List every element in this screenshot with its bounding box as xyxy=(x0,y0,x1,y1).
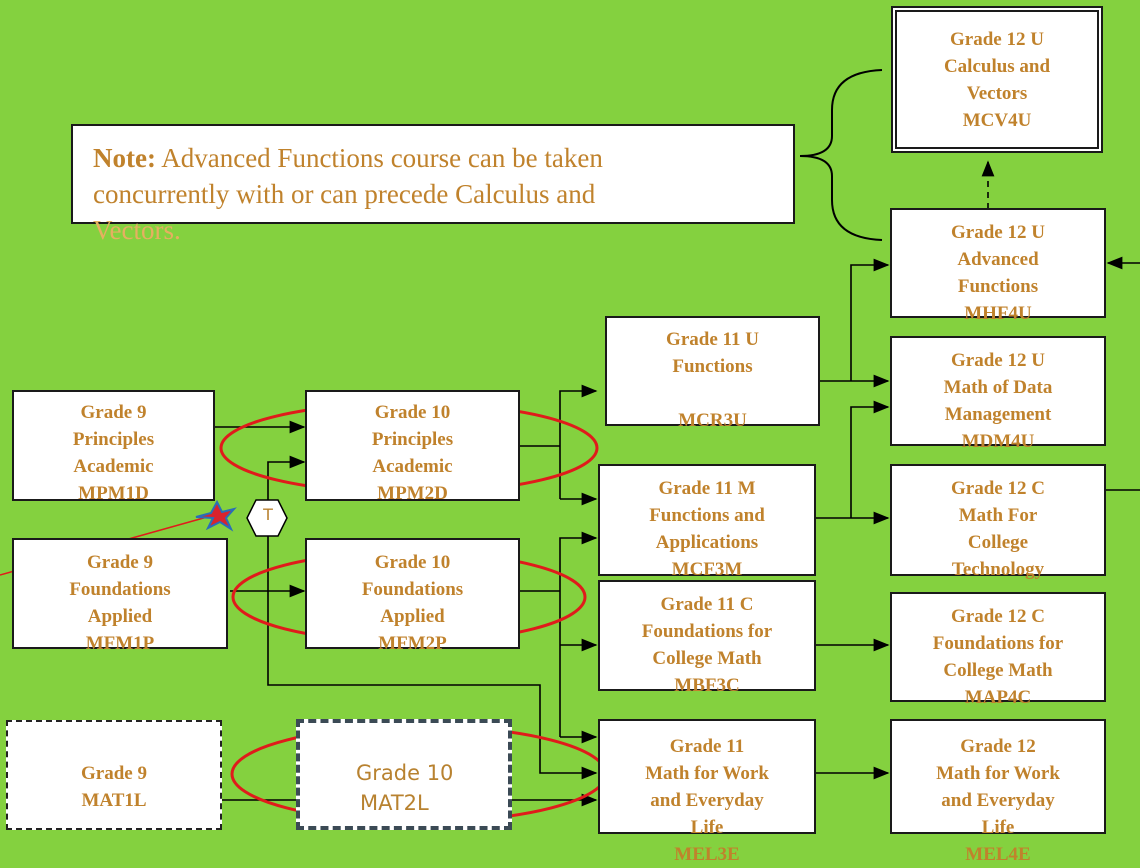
course-line: Applications xyxy=(655,532,759,553)
note-line3: Vectors. xyxy=(93,215,181,245)
course-g9-academic[interactable]: Grade 9 Principles Academic MPM1D xyxy=(12,390,215,504)
course-g10-mat2l[interactable]: Grade 10 MAT2L xyxy=(296,719,512,830)
course-g12-data[interactable]: Grade 12 U Math of Data Management MDM4U xyxy=(890,336,1106,452)
course-title: Grade 11 M xyxy=(658,478,756,499)
course-code: MDM4U xyxy=(961,431,1035,452)
course-line: Foundations xyxy=(69,579,171,600)
course-title: Grade 9 xyxy=(80,402,147,423)
course-g12-calculus[interactable]: Grade 12 U Calculus and Vectors MCV4U xyxy=(891,6,1103,153)
transfer-line-down xyxy=(267,534,598,780)
course-g9-applied[interactable]: Grade 9 Foundations Applied MFM1P xyxy=(12,538,228,654)
course-title: Grade 12 U xyxy=(950,29,1044,50)
course-line: Advanced xyxy=(957,249,1039,270)
course-line: College Math xyxy=(943,660,1053,681)
course-line: Functions xyxy=(672,356,753,377)
course-line: Academic xyxy=(372,456,453,477)
course-code: MPM2D xyxy=(377,483,448,504)
course-line: Functions and xyxy=(649,505,765,526)
course-line: Math for Work xyxy=(936,763,1060,784)
note-line1: Advanced Functions course can be taken xyxy=(155,143,603,173)
course-code: MEL4E xyxy=(965,844,1031,865)
course-line xyxy=(607,380,818,407)
course-line: Foundations xyxy=(361,579,464,600)
course-g12-foundations[interactable]: Grade 12 C Foundations for College Math … xyxy=(890,592,1106,708)
note-box xyxy=(71,124,795,224)
course-title: Grade 10 xyxy=(374,402,451,423)
course-code: MEL3E xyxy=(674,844,740,865)
course-g12-college-tech[interactable]: Grade 12 C Math For College Technology xyxy=(890,464,1106,580)
course-line: College xyxy=(967,532,1029,553)
course-code: MAT2L xyxy=(360,791,429,815)
arrow-g11u-g12adv xyxy=(850,258,890,381)
course-code: MAP4C xyxy=(964,687,1032,708)
transfer-label: T xyxy=(263,505,273,524)
course-code: MPM1D xyxy=(78,483,149,504)
course-line: Calculus and xyxy=(943,56,1051,77)
course-g10-academic[interactable]: Grade 10 Principles Academic MPM2D xyxy=(305,390,520,504)
course-line: Principles xyxy=(72,429,155,450)
course-title: Grade 11 C xyxy=(660,594,754,615)
course-code: MCF3M xyxy=(671,559,743,580)
course-line: Vectors xyxy=(966,83,1028,104)
course-title: Grade 11 U xyxy=(666,329,759,350)
course-code: MFM2P xyxy=(378,633,447,654)
course-title: Grade 12 C xyxy=(951,478,1045,499)
course-code: MAT1L xyxy=(81,790,147,811)
note-text: Note: Advanced Functions course can be t… xyxy=(93,140,753,248)
course-g11-foundations[interactable]: Grade 11 C Foundations for College Math … xyxy=(598,580,816,696)
course-g10-applied[interactable]: Grade 10 Foundations Applied MFM2P xyxy=(305,538,520,654)
course-g11-functions[interactable]: Grade 11 U Functions MCR3U xyxy=(605,316,820,431)
course-line: Math of Data xyxy=(943,377,1053,398)
course-code: MFM1P xyxy=(85,633,155,654)
course-title: Grade 9 xyxy=(81,763,147,784)
course-title: Grade 12 xyxy=(960,736,1036,757)
course-line: Foundations for xyxy=(932,633,1064,654)
course-title: Grade 12 U xyxy=(951,350,1045,371)
course-g12-advanced[interactable]: Grade 12 U Advanced Functions MHF4U xyxy=(890,208,1106,324)
brace xyxy=(799,69,883,241)
course-code: MCV4U xyxy=(962,110,1032,131)
course-line: Management xyxy=(944,404,1052,425)
course-line: Math for Work xyxy=(645,763,769,784)
course-code: MBF3C xyxy=(674,675,740,696)
course-title: Grade 12 C xyxy=(951,606,1045,627)
course-line: Foundations for xyxy=(641,621,773,642)
course-line: and Everyday xyxy=(650,790,764,811)
course-line: Principles xyxy=(371,429,454,450)
course-line: Academic xyxy=(73,456,154,477)
course-line: Applied xyxy=(87,606,153,627)
course-code: MCR3U xyxy=(678,410,747,431)
course-code: MHF4U xyxy=(964,303,1032,324)
course-line: College Math xyxy=(652,648,762,669)
arrow-g10p-g11m xyxy=(559,531,598,737)
course-line: Life xyxy=(981,817,1015,838)
course-g12-work[interactable]: Grade 12 Math for Work and Everyday Life… xyxy=(890,719,1106,865)
star-icon xyxy=(195,499,237,532)
course-line: Functions xyxy=(957,276,1039,297)
course-line: Technology xyxy=(951,559,1045,580)
course-title: Grade 9 xyxy=(87,552,153,573)
course-title: Grade 10 xyxy=(356,761,454,785)
note-line2: concurrently with or can precede Calculu… xyxy=(93,179,596,209)
course-g11-work[interactable]: Grade 11 Math for Work and Everyday Life… xyxy=(598,719,816,865)
course-line: Math For xyxy=(958,505,1038,526)
course-g11-functions-apps[interactable]: Grade 11 M Functions and Applications MC… xyxy=(598,464,816,580)
arrow-g10a-g11u xyxy=(559,384,598,499)
hexagon-icon xyxy=(246,499,288,537)
course-title: Grade 11 xyxy=(669,736,745,757)
course-title: Grade 10 xyxy=(374,552,451,573)
course-g9-mat1l[interactable]: Grade 9 MAT1L xyxy=(6,720,222,830)
note-prefix: Note: xyxy=(93,143,156,173)
course-title: Grade 12 U xyxy=(951,222,1045,243)
course-line: and Everyday xyxy=(941,790,1055,811)
course-line: Applied xyxy=(380,606,445,627)
course-line: Life xyxy=(690,817,724,838)
arrow-g11m-g12data xyxy=(850,400,890,518)
